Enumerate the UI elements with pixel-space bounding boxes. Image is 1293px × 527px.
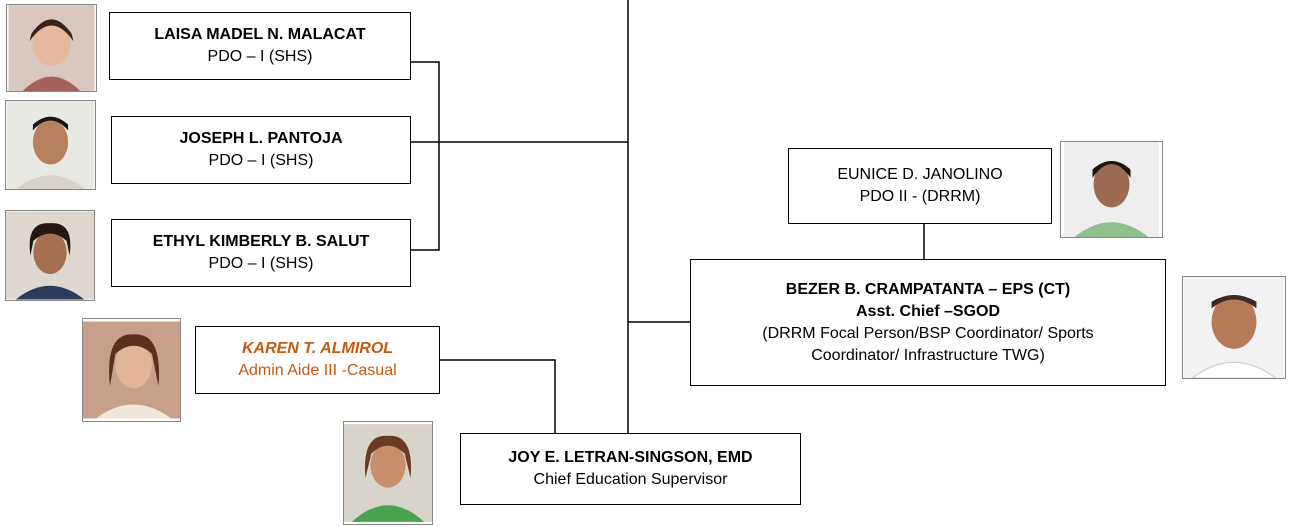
node-title: PDO – I (SHS) [207, 48, 313, 65]
node-title: PDO II - (DRRM) [859, 188, 981, 205]
avatar-eunice [1060, 141, 1163, 238]
node-duties-line1: (DRRM Focal Person/BSP Coordinator/ Spor… [762, 324, 1094, 342]
node-subtitle: Asst. Chief –SGOD [855, 302, 1001, 320]
node-title: PDO – I (SHS) [208, 255, 314, 272]
avatar-bezer [1182, 276, 1286, 379]
avatar-laisa [6, 4, 97, 92]
node-ethyl: ETHYL KIMBERLY B. SALUT PDO – I (SHS) [111, 219, 411, 287]
node-title: PDO – I (SHS) [208, 152, 314, 169]
node-title: Chief Education Supervisor [533, 471, 728, 488]
node-name: JOY E. LETRAN-SINGSON, EMD [508, 449, 753, 466]
node-name: KAREN T. ALMIROL [241, 340, 394, 357]
avatar-joy [343, 421, 433, 525]
node-laisa: LAISA MADEL N. MALACAT PDO – I (SHS) [109, 12, 411, 80]
avatar-joseph [5, 100, 96, 190]
node-duties-line2: Coordinator/ Infrastructure TWG) [811, 346, 1045, 364]
node-joy: JOY E. LETRAN-SINGSON, EMD Chief Educati… [460, 433, 801, 505]
avatar-karen [82, 318, 181, 422]
node-name: LAISA MADEL N. MALACAT [154, 26, 366, 43]
avatar-ethyl [5, 210, 95, 301]
node-name: JOSEPH L. PANTOJA [179, 130, 343, 147]
node-bezer: BEZER B. CRAMPATANTA – EPS (CT) Asst. Ch… [690, 259, 1166, 386]
node-eunice: EUNICE D. JANOLINO PDO II - (DRRM) [788, 148, 1052, 224]
node-karen: KAREN T. ALMIROL Admin Aide III -Casual [195, 326, 440, 394]
node-name: ETHYL KIMBERLY B. SALUT [152, 233, 370, 250]
node-title: Admin Aide III -Casual [238, 362, 397, 379]
node-name: EUNICE D. JANOLINO [837, 166, 1003, 183]
node-name: BEZER B. CRAMPATANTA – EPS (CT) [785, 280, 1071, 298]
node-joseph: JOSEPH L. PANTOJA PDO – I (SHS) [111, 116, 411, 184]
